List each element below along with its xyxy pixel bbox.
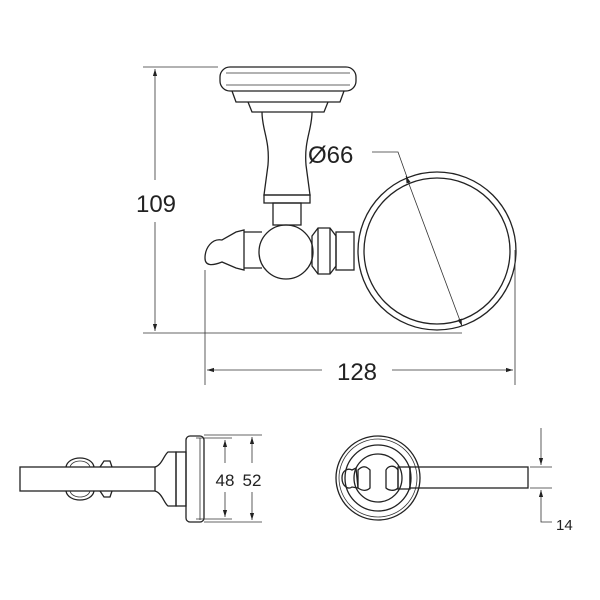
bar-thickness-label: 14 xyxy=(556,517,573,534)
wall-base xyxy=(219,66,357,226)
dimension-width: 128 xyxy=(204,250,516,386)
height-label: 109 xyxy=(136,191,176,218)
side-view: 48 52 xyxy=(19,434,262,523)
arm xyxy=(204,224,355,280)
ring xyxy=(357,171,517,331)
dimension-height: 109 xyxy=(136,66,462,334)
dimension-diameter: Ø66 xyxy=(308,142,463,327)
inner-plate-label: 48 xyxy=(216,471,235,490)
front-view xyxy=(204,66,517,331)
width-label: 128 xyxy=(337,359,377,386)
outer-plate-label: 52 xyxy=(243,471,262,490)
top-view: 14 xyxy=(335,428,573,534)
diameter-label: Ø66 xyxy=(308,142,353,169)
